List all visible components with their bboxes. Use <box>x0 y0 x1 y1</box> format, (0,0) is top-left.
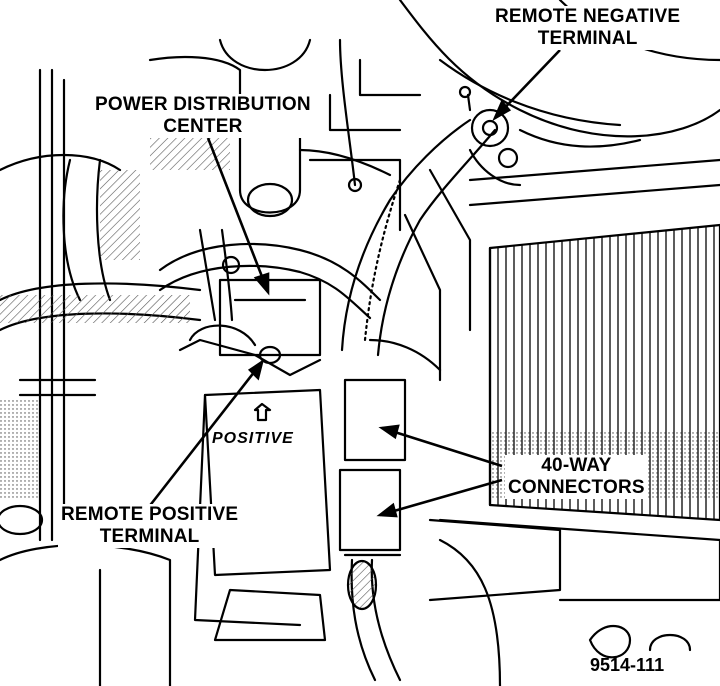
arrowhead-remote-positive <box>247 359 265 381</box>
power-distribution-center-label: POWER DISTRIBUTION CENTER <box>92 94 314 138</box>
power-distribution-center <box>218 278 322 357</box>
label-line: TERMINAL <box>537 28 638 49</box>
arrowhead-remote-negative <box>492 99 512 122</box>
battery-positive-marking: POSITIVE <box>212 430 294 447</box>
lower-bracket <box>428 518 692 686</box>
arrowhead-power-distribution <box>253 272 270 296</box>
label-line: CENTER <box>163 116 243 137</box>
leader-lines <box>146 49 561 518</box>
negative-cable-harness <box>340 118 497 382</box>
radiator <box>438 158 720 602</box>
label-line: REMOTE NEGATIVE <box>495 6 681 27</box>
arrowhead-40-way-lower <box>376 502 398 518</box>
left-hoses <box>0 68 202 686</box>
label-line: REMOTE POSITIVE <box>61 504 239 525</box>
label-line: TERMINAL <box>99 526 200 547</box>
remote-positive-terminal-label: REMOTE POSITIVE TERMINAL <box>58 504 242 548</box>
label-line: 40-WAY <box>541 455 612 476</box>
remote-negative-terminal-label: REMOTE NEGATIVE TERMINAL <box>492 6 684 50</box>
figure-number: 9514-111 <box>590 655 665 675</box>
label-line: POWER DISTRIBUTION <box>95 94 311 115</box>
forty-way-connectors <box>338 338 442 682</box>
leader-remote-positive <box>146 361 264 509</box>
forty-way-connectors-label: 40-WAY CONNECTORS <box>505 455 648 499</box>
remote-negative-terminal <box>458 85 522 187</box>
leader-40-way-lower <box>379 478 503 517</box>
leader-power-distribution <box>206 137 270 293</box>
label-line: CONNECTORS <box>508 477 645 498</box>
leader-40-way-upper <box>381 426 503 468</box>
arrowhead-40-way-upper <box>378 424 400 440</box>
